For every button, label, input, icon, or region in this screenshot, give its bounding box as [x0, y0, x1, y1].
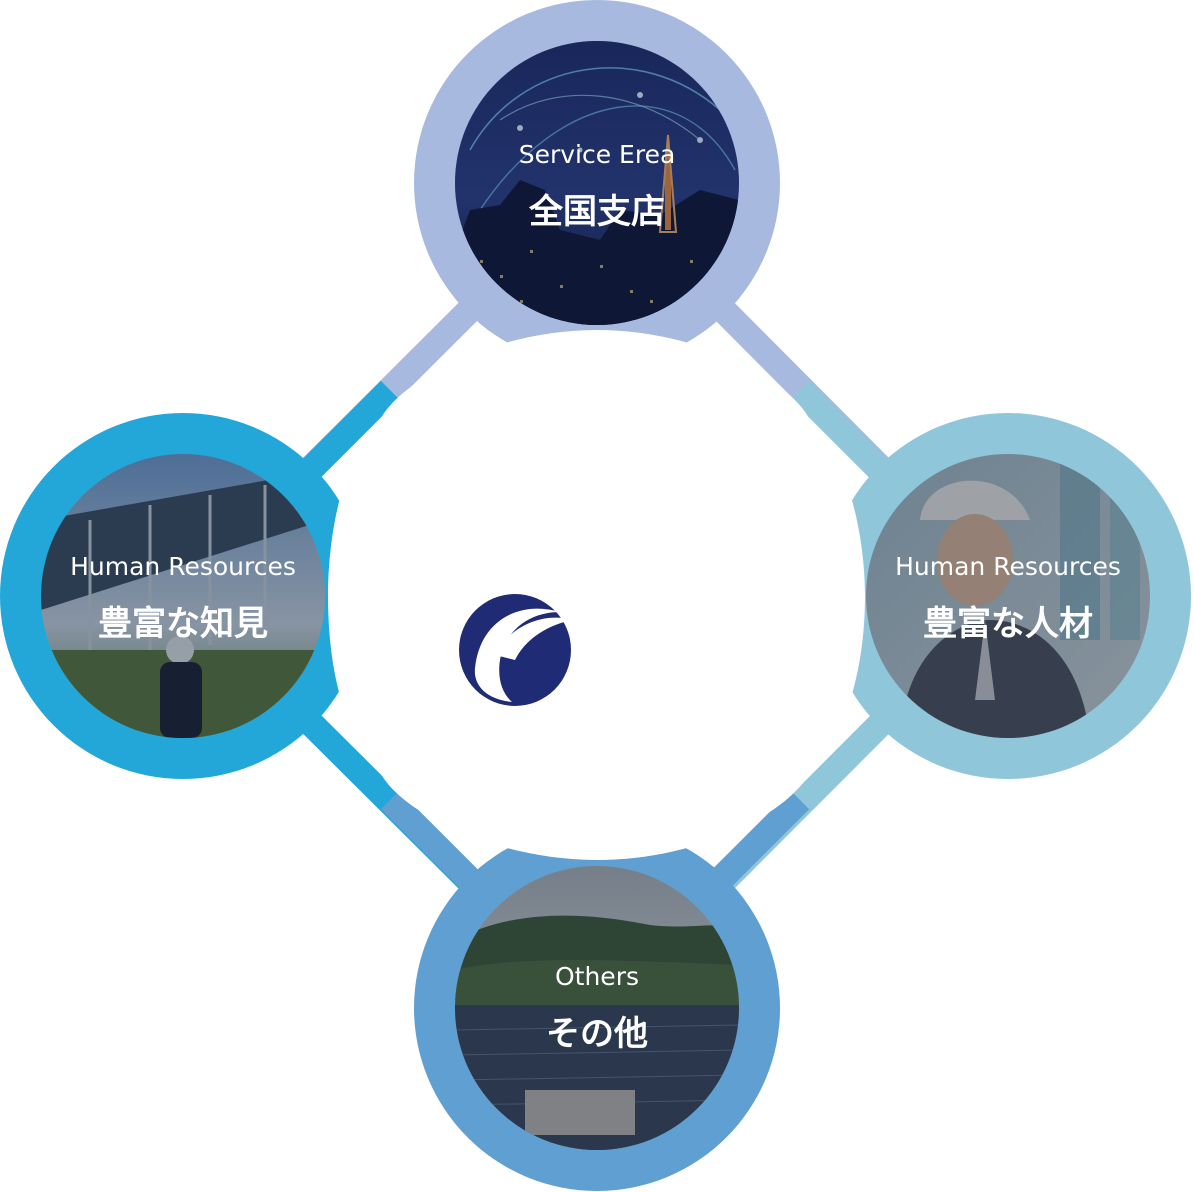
node-top-title: 全国支店 — [528, 192, 665, 232]
photo-bottom — [455, 866, 739, 1150]
photo-top — [455, 41, 739, 325]
photo-left — [41, 454, 325, 738]
node-left-title: 豊富な知見 — [98, 604, 268, 644]
node-bottom-subtitle: Others — [555, 962, 639, 991]
node-right-title: 豊富な人材 — [923, 604, 1093, 644]
node-bottom-title: その他 — [546, 1014, 648, 1054]
node-top-subtitle: Service Erea — [519, 140, 676, 169]
node-top[interactable]: Service Erea 全国支店 — [455, 41, 739, 325]
node-bottom[interactable]: Others その他 — [455, 866, 739, 1150]
center-area — [328, 330, 865, 860]
node-right[interactable]: Human Resources 豊富な人材 — [866, 454, 1150, 738]
node-left-subtitle: Human Resources — [70, 552, 296, 581]
node-left[interactable]: Human Resources 豊富な知見 — [41, 454, 325, 738]
photo-right — [866, 454, 1150, 738]
node-right-subtitle: Human Resources — [895, 552, 1121, 581]
company-logo-icon — [459, 594, 572, 706]
